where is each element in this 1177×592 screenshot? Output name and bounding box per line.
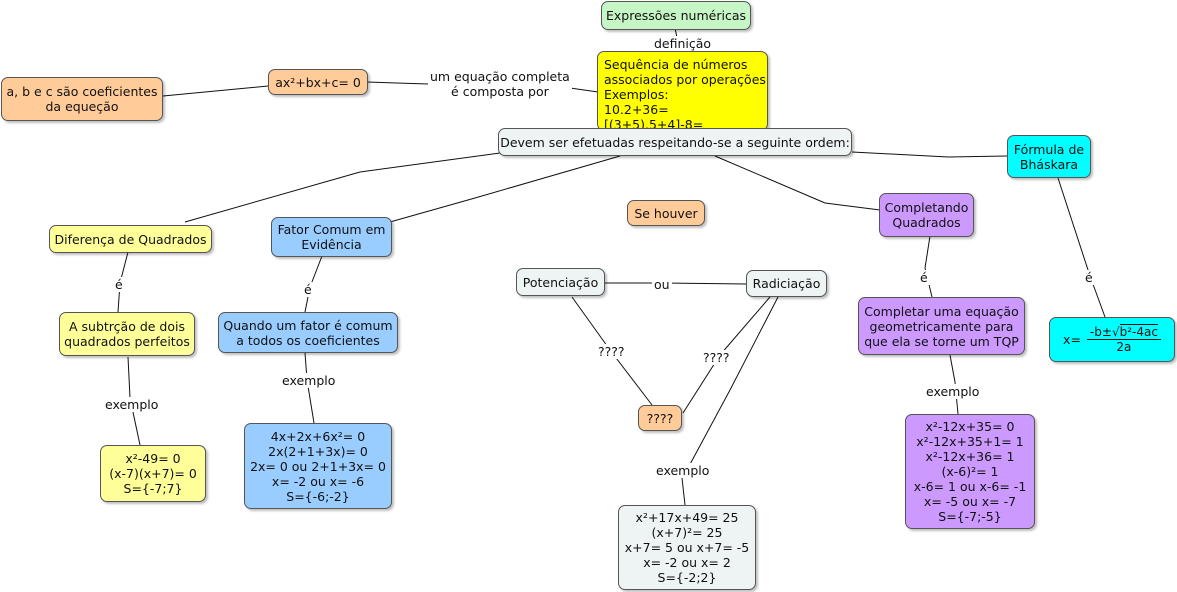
- node-exemplo-radiciacao[interactable]: x²+17x+49= 25 (x+7)²= 25 x+7= 5 ou x+7= …: [618, 505, 756, 590]
- sequence-line-4: 10.2+36=: [604, 102, 669, 117]
- factor-def-line-1: Quando um fator é comum: [223, 317, 393, 333]
- diff-squares-text: Diferença de Quadrados: [54, 231, 207, 247]
- node-unknown[interactable]: ????: [638, 405, 682, 431]
- sequence-line-1: Sequência de números: [604, 57, 748, 72]
- link-label-exemplo-diff: exemplo: [103, 397, 161, 412]
- potenciacao-text: Potenciação: [522, 274, 599, 290]
- node-formula-bhaskara[interactable]: Fórmula de Bháskara: [1007, 135, 1091, 178]
- node-potenciacao[interactable]: Potenciação: [516, 268, 605, 296]
- link-label-question-left: ????: [596, 344, 627, 359]
- radic-ex-line-1: x²+17x+49= 25: [635, 510, 739, 525]
- node-formula[interactable]: x= -b±√b²-4ac 2a: [1049, 317, 1175, 362]
- node-title-text: Expressões numéricas: [606, 8, 747, 23]
- node-exemplo-completando[interactable]: x²-12x+35= 0 x²-12x+35+1= 1 x²-12x+36= 1…: [905, 414, 1035, 529]
- factor-ex-line-2: 2x(2+1+3x)= 0: [268, 443, 368, 459]
- diff-ex-line-3: S={-7;7}: [123, 481, 183, 496]
- completing-line-1: Completando: [884, 200, 969, 215]
- factor-ex-line-3: 2x= 0 ou 2+1+3x= 0: [250, 458, 386, 474]
- radic-ex-line-3: x+7= 5 ou x+7= -5: [624, 540, 750, 555]
- link-label-e-complete: é: [918, 270, 930, 285]
- bhaskara-line-1: Fórmula de: [1013, 141, 1085, 157]
- coef-line-1: a, b e c são coeficientes: [6, 84, 158, 99]
- complete-def-line-1: Completar uma equação: [864, 303, 1019, 319]
- node-completando-quadrados[interactable]: Completando Quadrados: [879, 193, 974, 237]
- formula-fraction: -b±√b²-4ac 2a: [1086, 324, 1161, 354]
- formula-denominator: 2a: [1116, 340, 1132, 354]
- node-completar-equacao[interactable]: Completar uma equação geometricamente pa…: [858, 297, 1025, 355]
- factor-ex-line-1: 4x+2x+6x²= 0: [270, 428, 366, 444]
- link-label-definicao: definição: [652, 36, 714, 51]
- factor-def-line-2: a todos os coeficientes: [236, 332, 380, 348]
- sequence-line-3: Exemplos:: [604, 87, 669, 102]
- link-label-e-diff: é: [113, 277, 125, 292]
- link-label-ou: ou: [652, 277, 672, 292]
- factor-ex-line-5: S={-6;-2}: [286, 488, 350, 504]
- node-se-houver[interactable]: Se houver: [627, 200, 705, 226]
- formula-num-prefix: -b±: [1089, 325, 1112, 339]
- link-label-exemplo-complete: exemplo: [924, 384, 982, 399]
- node-diferenca-quadrados[interactable]: Diferença de Quadrados: [49, 225, 212, 253]
- diff-ex-line-1: x²-49= 0: [125, 451, 181, 466]
- radic-ex-line-5: S={-2;2}: [657, 570, 717, 585]
- node-equacao[interactable]: ax²+bx+c= 0: [268, 69, 368, 95]
- formula-numerator: -b±√b²-4ac: [1086, 324, 1161, 340]
- node-fator-comum-def[interactable]: Quando um fator é comum a todos os coefi…: [218, 312, 398, 353]
- node-exemplo-fator[interactable]: 4x+2x+6x²= 0 2x(2+1+3x)= 0 2x= 0 ou 2+1+…: [244, 423, 392, 509]
- formula-x: x=: [1063, 332, 1081, 347]
- diff-ex-line-2: (x-7)(x+7)= 0: [109, 466, 197, 481]
- se-houver-text: Se houver: [634, 205, 698, 221]
- complete-ex-line-3: x²-12x+36= 1: [925, 449, 1015, 464]
- formula-num-root: b²-4ac: [1119, 324, 1158, 339]
- link-label-question-right: ????: [701, 350, 732, 365]
- complete-ex-line-4: (x-6)²= 1: [941, 464, 999, 479]
- completing-line-2: Quadrados: [892, 215, 961, 230]
- factor-ex-line-4: x= -2 ou x= -6: [271, 473, 365, 489]
- coef-line-2: da equeção: [45, 99, 119, 114]
- order-text: Devem ser efetuadas respeitando-se a seg…: [500, 134, 850, 150]
- node-ordem[interactable]: Devem ser efetuadas respeitando-se a seg…: [498, 128, 852, 156]
- sequence-line-2: associados por operações: [604, 72, 766, 87]
- link-label-exemplo-factor: exemplo: [280, 373, 338, 388]
- complete-ex-line-5: x-6= 1 ou x-6= -1: [913, 479, 1027, 494]
- complete-def-line-3: que ela se torne um TQP: [864, 333, 1019, 349]
- equation-text: ax²+bx+c= 0: [275, 74, 361, 90]
- radiciacao-text: Radiciação: [752, 276, 821, 291]
- bhaskara-line-2: Bháskara: [1019, 156, 1079, 172]
- unknown-text: ????: [646, 410, 674, 426]
- link-label-e-bhaskara: é: [1083, 270, 1095, 285]
- link-label-composta: um equação completa é composta por: [428, 69, 572, 99]
- node-subtracao-quadrados[interactable]: A subtrção de dois quadrados perfeitos: [59, 312, 195, 356]
- complete-ex-line-6: x= -5 ou x= -7: [923, 494, 1017, 509]
- complete-ex-line-2: x²-12x+35+1= 1: [916, 434, 1024, 449]
- link-label-exemplo-radic: exemplo: [654, 463, 712, 478]
- sqrt-icon: √: [1111, 325, 1120, 339]
- diff-def-line-2: quadrados perfeitos: [64, 334, 190, 349]
- complete-def-line-2: geometricamente para: [869, 318, 1014, 334]
- radic-ex-line-4: x= -2 ou x= 2: [643, 555, 731, 570]
- link-label-e-factor: é: [302, 282, 314, 297]
- node-sequencia[interactable]: Sequência de números associados por oper…: [597, 51, 768, 131]
- node-expressoes-numericas[interactable]: Expressões numéricas: [601, 1, 751, 30]
- node-coeficientes[interactable]: a, b e c são coeficientes da equeção: [1, 77, 163, 121]
- sequence-line-5: [(3+5).5+4]-8=: [604, 117, 704, 131]
- node-fator-comum[interactable]: Fator Comum em Evidência: [271, 217, 392, 257]
- node-radiciacao[interactable]: Radiciação: [746, 270, 827, 297]
- factor-line-1: Fator Comum em: [277, 222, 386, 237]
- factor-line-2: Evidência: [301, 237, 362, 252]
- composta-line-2: é composta por: [451, 84, 549, 99]
- node-exemplo-diferenca[interactable]: x²-49= 0 (x-7)(x+7)= 0 S={-7;7}: [100, 445, 206, 502]
- radic-ex-line-2: (x+7)²= 25: [651, 525, 723, 540]
- complete-ex-line-1: x²-12x+35= 0: [925, 419, 1015, 434]
- complete-ex-line-7: S={-7;-5}: [938, 509, 1002, 524]
- diff-def-line-1: A subtrção de dois: [69, 319, 185, 334]
- composta-line-1: um equação completa: [430, 69, 570, 84]
